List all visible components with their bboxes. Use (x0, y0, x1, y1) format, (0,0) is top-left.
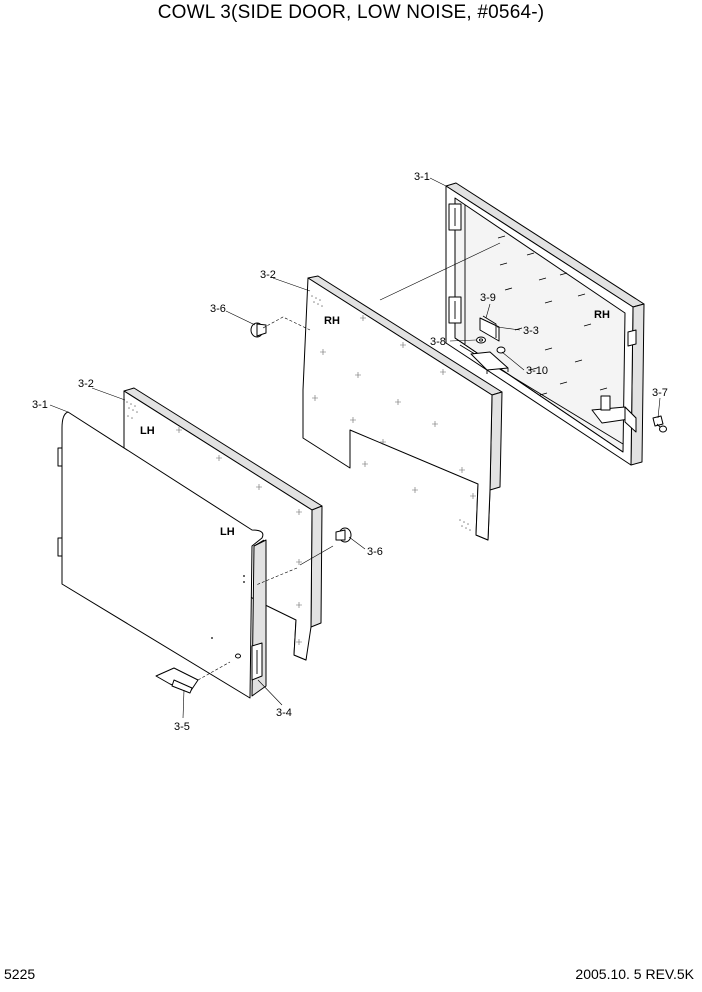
revision-date: 2005.10. 5 REV.5K (575, 966, 694, 982)
callout-handle-nut: 3-3 (523, 325, 539, 337)
callout-plug-rh: 3-6 (210, 303, 226, 315)
page-title: COWL 3(SIDE DOOR, LOW NOISE, #0564-) (157, 2, 545, 23)
lh-door (57, 411, 267, 699)
callout-bolt: 3-7 (652, 387, 668, 399)
callout-handle-rh: 3-9 (480, 292, 496, 304)
rh-door-assembly (445, 182, 667, 466)
callout-latch: 3-4 (276, 707, 292, 719)
callout-bracket: 3-10 (526, 365, 548, 377)
callout-door-lh: 3-1 (32, 399, 48, 411)
callout-plug-lh: 3-6 (367, 546, 383, 558)
rh-insulation-panel (302, 275, 503, 541)
door-grip (155, 667, 199, 694)
callout-washer: 3-8 (430, 336, 446, 348)
callout-door-rh: 3-1 (414, 171, 430, 183)
callout-panel-lh: 3-2 (78, 378, 94, 390)
lh-plug (335, 527, 352, 543)
rh-door-side-label: RH (594, 309, 610, 321)
callout-panel-rh: 3-2 (260, 269, 276, 281)
page-number: 5225 (4, 966, 36, 982)
callout-grip: 3-5 (174, 721, 190, 733)
rh-panel-side-label: RH (324, 315, 340, 327)
lh-panel-side-label: LH (140, 425, 155, 437)
leader-lines (49, 177, 661, 719)
lh-door-side-label: LH (220, 526, 235, 538)
rh-plug (250, 322, 267, 338)
